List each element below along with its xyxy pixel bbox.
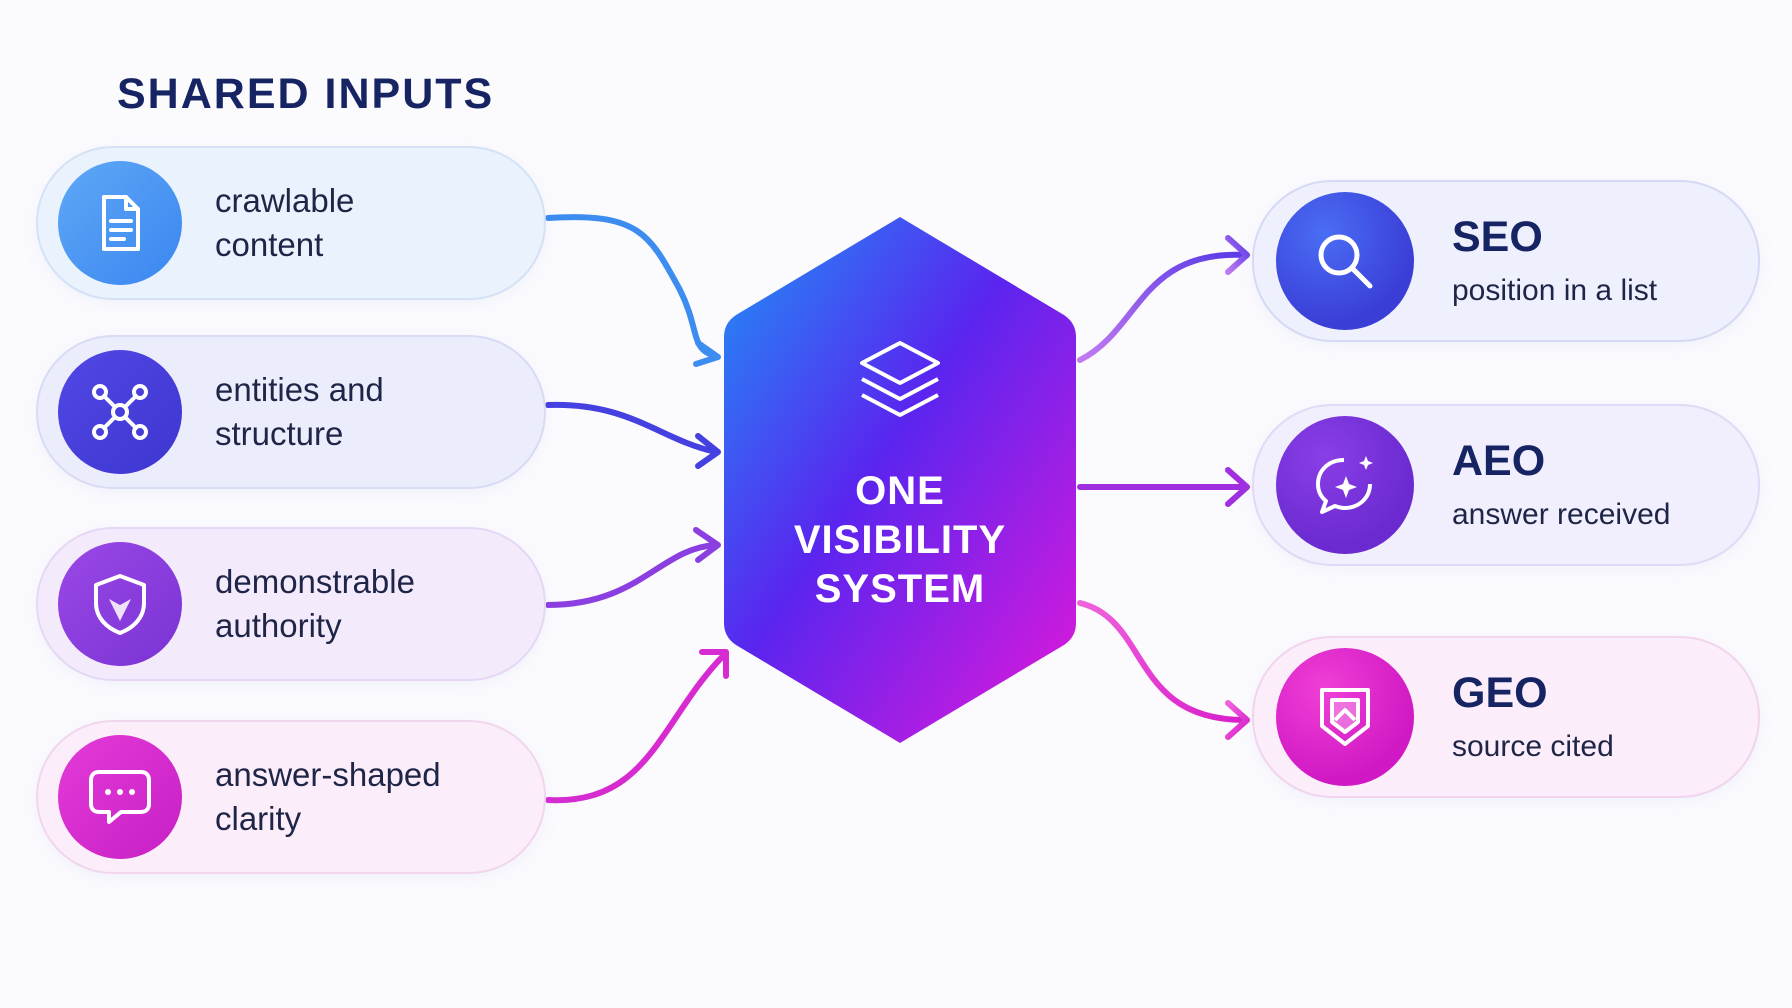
arrow-answer-shaped-clarity [545, 649, 729, 804]
arrow-entities-and-structure [545, 401, 721, 469]
input-label: entities and structure [215, 371, 384, 452]
input-answer-shaped-clarity: answer-shaped clarity [36, 720, 546, 874]
input-label: answer-shaped clarity [215, 756, 441, 837]
arrow-to-seo [1077, 235, 1250, 363]
section-title: SHARED INPUTS [117, 70, 495, 118]
shield-icon [58, 542, 182, 666]
input-label: crawlable content [215, 182, 355, 263]
output-subtitle: source cited [1452, 730, 1614, 763]
input-demonstrable-authority: demonstrable authority [36, 527, 546, 681]
hub-label: ONE VISIBILITY SYSTEM [793, 469, 1007, 611]
input-entities-and-structure: entities and structure [36, 335, 546, 489]
badge-icon [1276, 648, 1414, 786]
input-crawlable-content: crawlable content [36, 146, 546, 300]
document-icon [58, 161, 182, 285]
arrow-demonstrable-authority [545, 527, 721, 608]
input-label: demonstrable authority [215, 563, 415, 644]
output-geo: GEO source cited [1252, 636, 1760, 798]
arrow-to-aeo [1077, 467, 1250, 507]
output-title: SEO [1452, 213, 1543, 261]
chat-bubble-icon [58, 735, 182, 859]
visibility-system-hub: ONE VISIBILITY SYSTEM [722, 215, 1078, 745]
layers-icon [848, 333, 952, 437]
sparkle-chat-icon [1276, 416, 1414, 554]
output-subtitle: answer received [1452, 498, 1671, 531]
arrow-to-geo [1077, 600, 1250, 740]
output-aeo: AEO answer received [1252, 404, 1760, 566]
network-nodes-icon [58, 350, 182, 474]
arrow-crawlable-content [545, 214, 721, 367]
output-title: AEO [1452, 437, 1546, 485]
hexagon-shape [724, 217, 1076, 743]
output-seo: SEO position in a list [1252, 180, 1760, 342]
search-icon [1276, 192, 1414, 330]
output-subtitle: position in a list [1452, 274, 1658, 307]
output-title: GEO [1452, 669, 1548, 717]
